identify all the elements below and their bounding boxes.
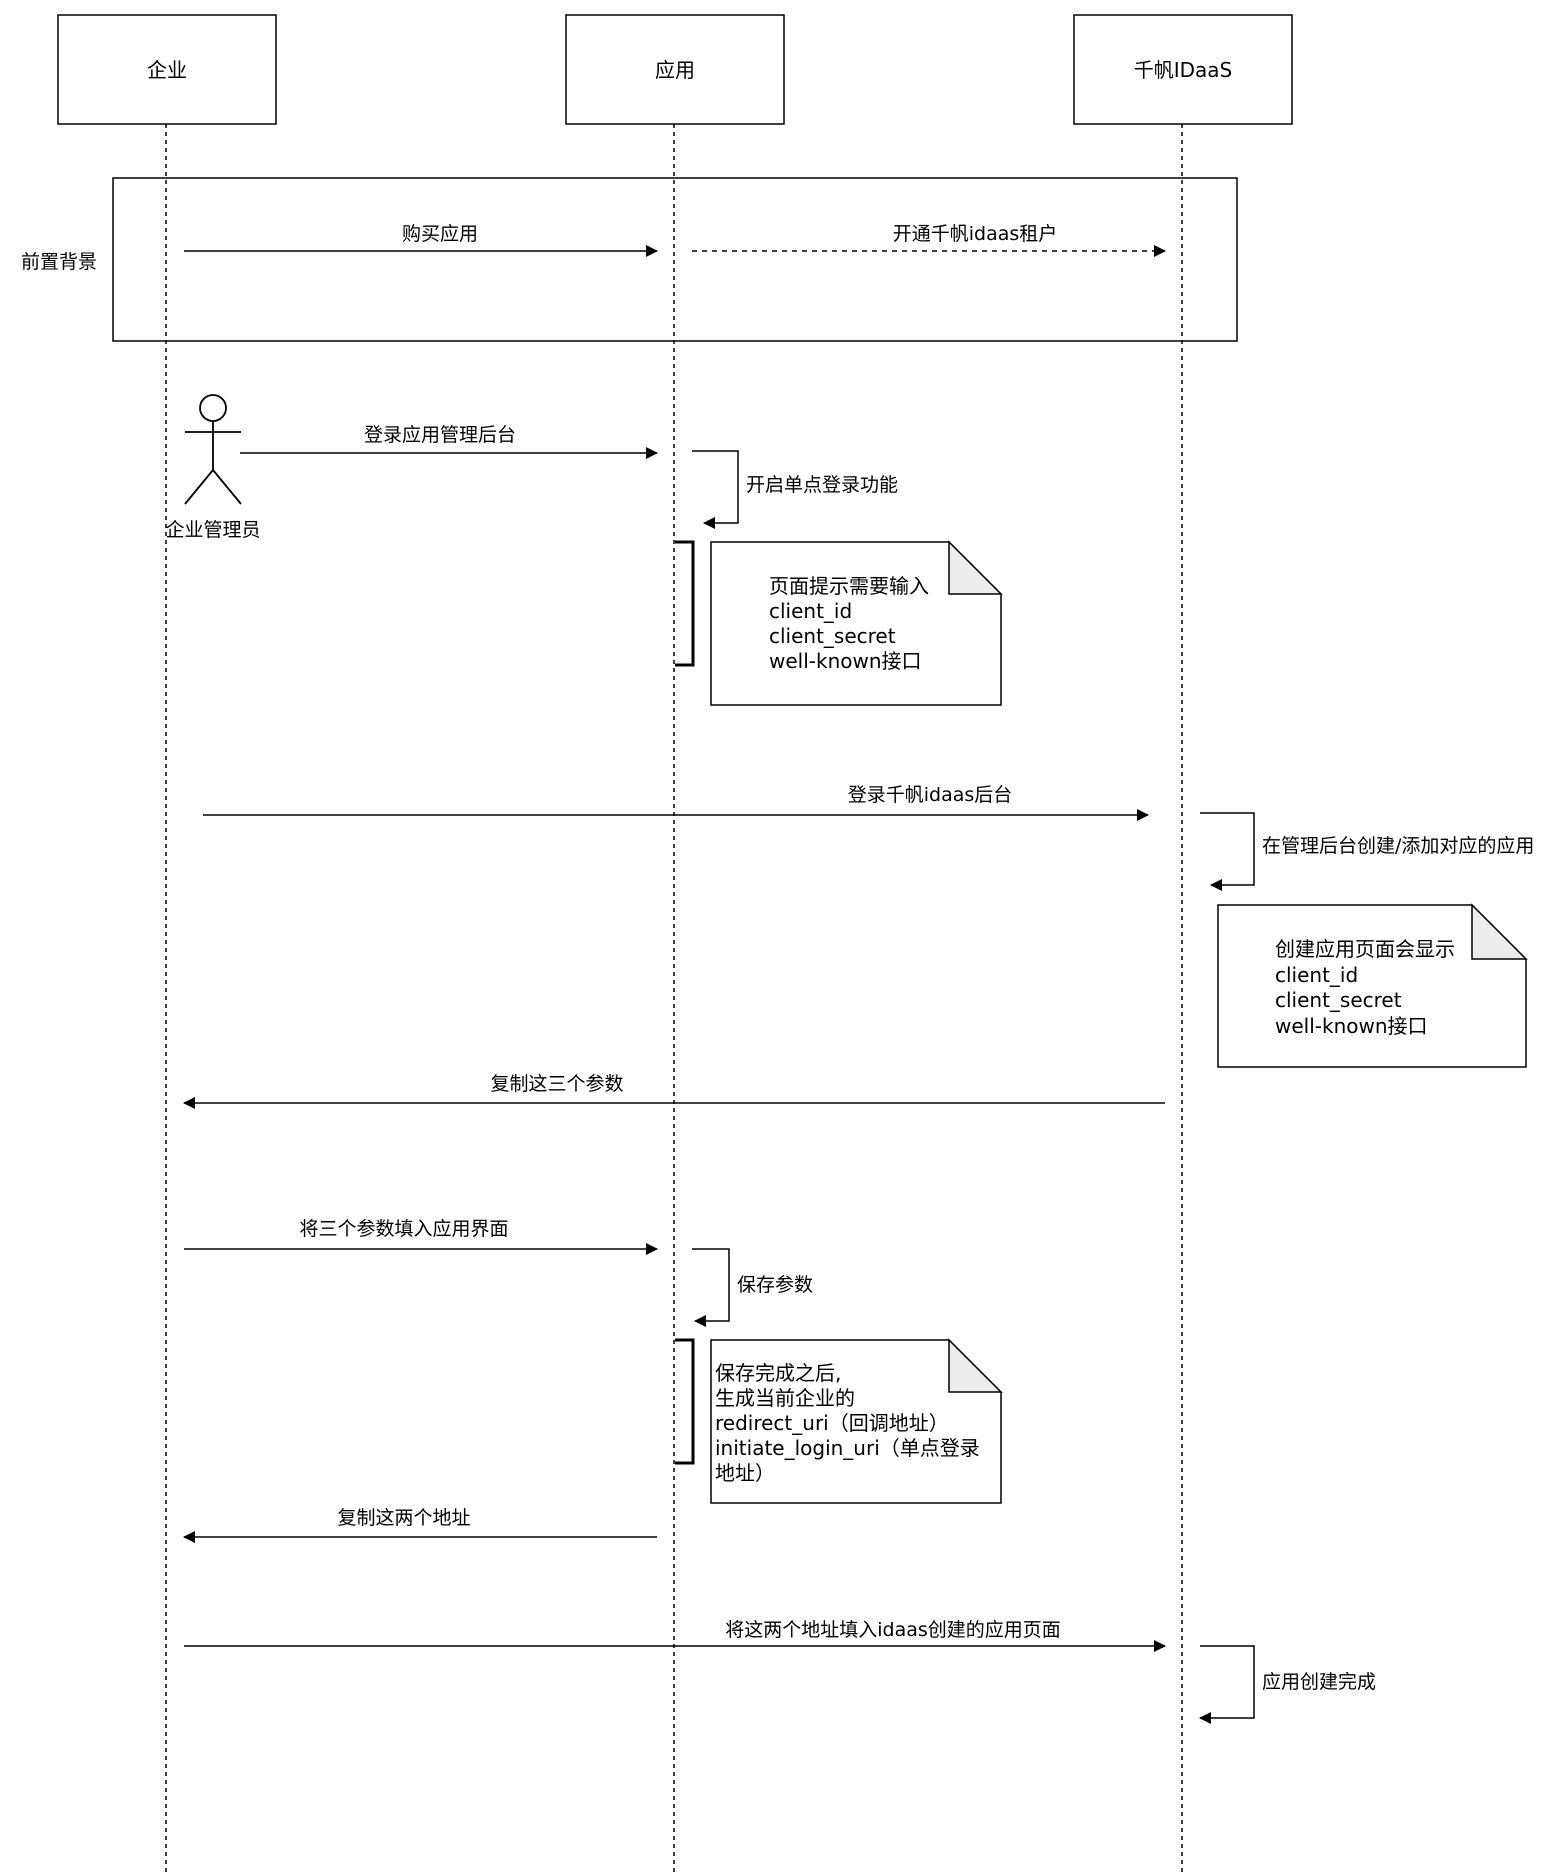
note-after-save-line5: 地址）	[715, 1461, 775, 1485]
note-app-prompt: 页面提示需要输入 client_id client_secret well-kn…	[710, 540, 1003, 706]
participant-app: 应用	[565, 14, 785, 125]
label-enable-sso: 开启单点登录功能	[746, 474, 898, 496]
actor-label: 企业管理员	[165, 519, 260, 541]
enterprise-admin-actor-icon	[184, 394, 242, 505]
arrow-enable-sso	[692, 450, 739, 529]
activation-bracket-2	[675, 1338, 695, 1465]
note-app-prompt-line1: 页面提示需要输入	[769, 574, 929, 598]
participant-enterprise: 企业	[57, 14, 277, 125]
label-login-idaas-admin: 登录千帆idaas后台	[848, 784, 1013, 806]
note-after-save-line4: initiate_login_uri（单点登录	[715, 1436, 980, 1460]
label-open-tenant: 开通千帆idaas租户	[893, 223, 1058, 245]
note-idaas-show-line2: client_id	[1275, 963, 1358, 987]
note-app-prompt-line4: well-known接口	[769, 649, 922, 673]
note-after-save-line1: 保存完成之后,	[715, 1361, 841, 1385]
label-copy-addresses: 复制这两个地址	[337, 1507, 470, 1529]
note-after-save: 保存完成之后, 生成当前企业的 redirect_uri（回调地址） initi…	[710, 1338, 1003, 1504]
note-after-save-line3: redirect_uri（回调地址）	[715, 1411, 949, 1435]
label-fill-addresses: 将这两个地址填入idaas创建的应用页面	[725, 1619, 1061, 1641]
label-copy-params: 复制这三个参数	[490, 1073, 623, 1095]
participant-enterprise-label: 企业	[147, 58, 187, 82]
note-app-prompt-line3: client_secret	[769, 624, 896, 648]
note-idaas-show-line1: 创建应用页面会显示	[1275, 937, 1455, 961]
note-idaas-show-line3: client_secret	[1275, 988, 1402, 1012]
note-idaas-show-line4: well-known接口	[1275, 1014, 1428, 1038]
participant-idaas-label: 千帆IDaaS	[1134, 58, 1233, 82]
arrow-app-created	[1199, 1645, 1255, 1724]
background-label: 前置背景	[21, 251, 97, 273]
arrow-save-params	[692, 1248, 730, 1327]
label-login-app-admin: 登录应用管理后台	[364, 424, 516, 446]
participant-idaas: 千帆IDaaS	[1073, 14, 1293, 125]
label-buy-app: 购买应用	[402, 223, 478, 245]
participant-app-label: 应用	[655, 58, 695, 82]
activation-bracket-1	[675, 540, 695, 667]
label-app-created: 应用创建完成	[1262, 1671, 1376, 1693]
arrow-create-app	[1200, 812, 1255, 891]
background-frame	[112, 177, 1238, 342]
label-create-app: 在管理后台创建/添加对应的应用	[1262, 835, 1534, 857]
label-fill-params: 将三个参数填入应用界面	[299, 1218, 508, 1240]
note-after-save-line2: 生成当前企业的	[715, 1386, 855, 1410]
label-save-params: 保存参数	[737, 1274, 813, 1296]
note-app-prompt-line2: client_id	[769, 599, 852, 623]
note-idaas-show: 创建应用页面会显示 client_id client_secret well-k…	[1217, 903, 1528, 1068]
